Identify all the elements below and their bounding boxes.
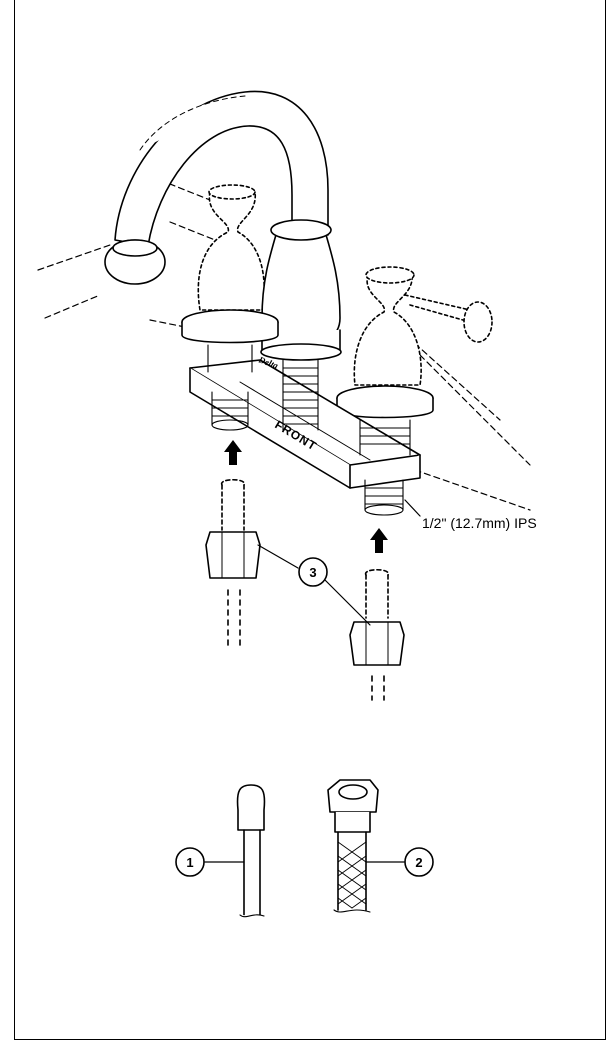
mounting-bar: [189, 359, 421, 489]
center-shank: [282, 359, 319, 431]
left-escutcheon: [181, 309, 279, 344]
deck-outline: [37, 179, 531, 511]
callout-circle-3: [298, 557, 328, 587]
callout-number-2: 2: [415, 855, 422, 870]
page-border: [14, 0, 606, 1040]
thread-note-leader: [404, 499, 421, 517]
right-supply-nut: [349, 568, 405, 701]
left-shank: [207, 344, 253, 431]
rigid-supply-tube: [204, 784, 266, 918]
callout-circle-1: [175, 847, 205, 877]
callout-number-3: 3: [309, 565, 316, 580]
right-handle: [353, 266, 493, 386]
right-shank: [359, 419, 411, 516]
install-arrows: [224, 440, 388, 553]
callout-3-leaders: [257, 544, 371, 626]
braided-supply-hose: [327, 779, 405, 913]
callout-circle-2: [404, 847, 434, 877]
left-supply-nut: [205, 478, 261, 646]
left-handle: [197, 184, 265, 311]
thread-size-note: 1/2" (12.7mm) IPS: [422, 515, 537, 531]
right-escutcheon: [336, 385, 434, 419]
spout: [104, 90, 329, 285]
callout-number-1: 1: [186, 855, 193, 870]
center-body: [260, 219, 342, 361]
